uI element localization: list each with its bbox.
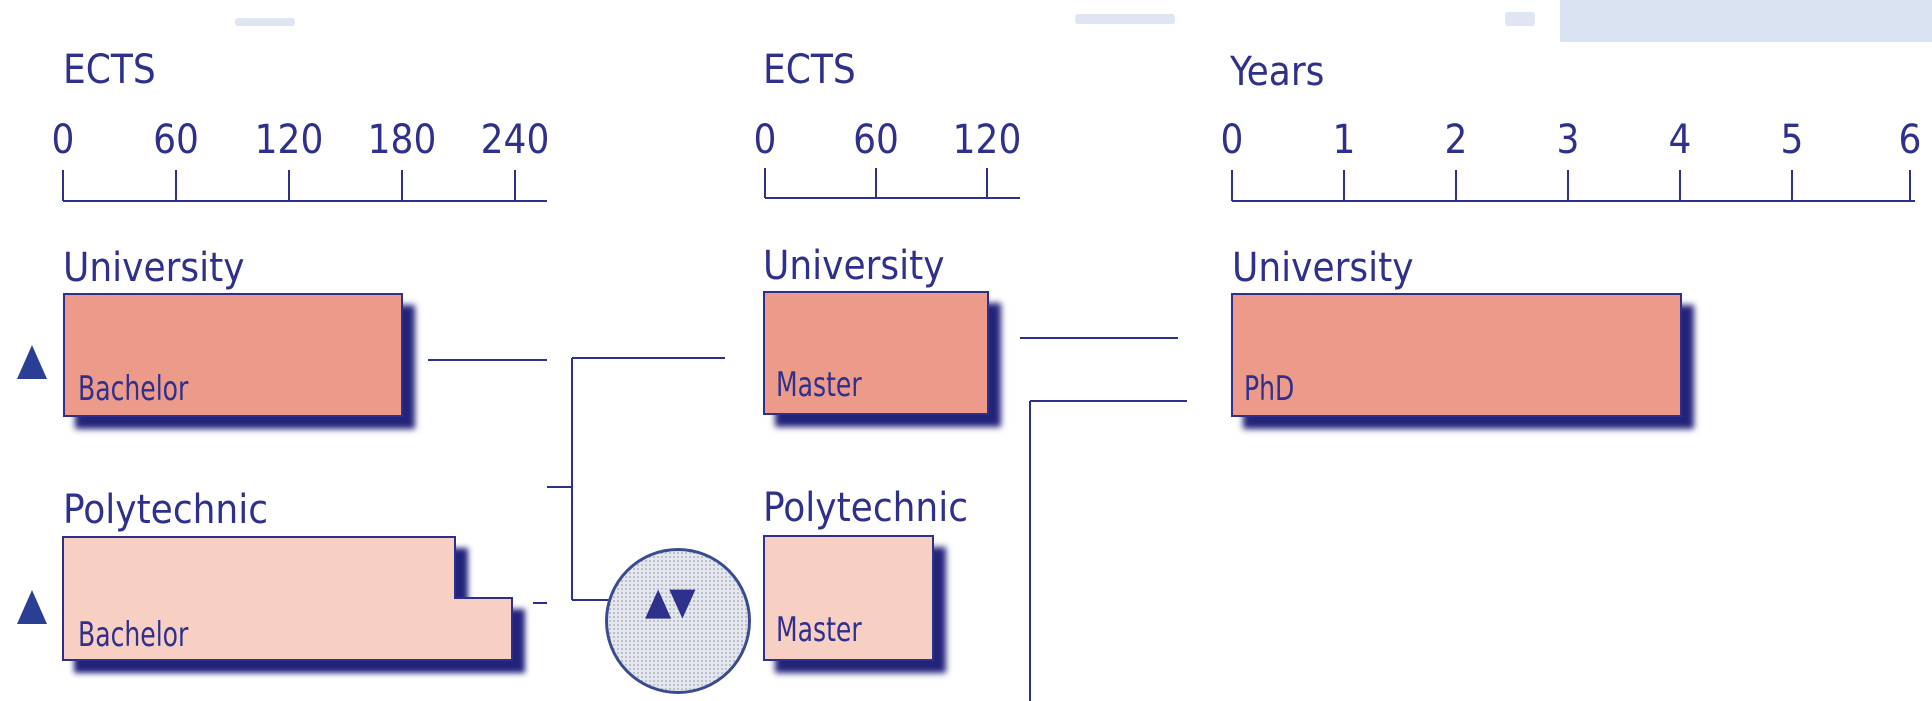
- university-bachelor-bar: [63, 293, 403, 417]
- scan-smudge: [1075, 14, 1175, 24]
- axis-tick-label: 0: [1220, 117, 1244, 163]
- university-master-bar: [763, 291, 989, 415]
- axis-unit-label: ECTS: [63, 47, 156, 93]
- degree-label-master: Master: [776, 610, 862, 650]
- degree-label-bachelor: Bachelor: [78, 615, 189, 655]
- axis-tick-label: 0: [51, 117, 75, 163]
- up-arrow-icon: [17, 345, 47, 379]
- axis-tick-label: 120: [254, 117, 324, 163]
- axis-tick-label: 6: [1898, 117, 1922, 163]
- degree-label-bachelor: Bachelor: [78, 369, 189, 409]
- top-banner-strip: [1560, 0, 1932, 42]
- institution-label-polytechnic: Polytechnic: [763, 485, 969, 531]
- axis-tick-label: 5: [1780, 117, 1804, 163]
- scan-smudge: [235, 18, 295, 26]
- axis-tick-label: 180: [367, 117, 437, 163]
- scan-smudge: [1505, 12, 1535, 26]
- axis-tick-label: 60: [153, 117, 199, 163]
- axis-tick-label: 4: [1668, 117, 1692, 163]
- institution-label-university: University: [1232, 245, 1414, 291]
- axis-tick-label: 120: [952, 117, 1022, 163]
- axis-tick-label: 240: [480, 117, 550, 163]
- university-phd-bar: [1231, 293, 1682, 417]
- up-arrow-icon: [17, 590, 47, 624]
- degree-label-phd: PhD: [1244, 369, 1295, 409]
- axis-tick-label: 1: [1332, 117, 1356, 163]
- axis-unit-label: Years: [1230, 49, 1325, 95]
- axis-tick-label: 3: [1556, 117, 1580, 163]
- degree-label-master: Master: [776, 365, 862, 405]
- polytechnic-master-bar: [763, 535, 934, 661]
- institution-label-polytechnic: Polytechnic: [63, 487, 269, 533]
- bidirectional-arrows-icon: ▲▼: [645, 579, 696, 623]
- institution-label-university: University: [763, 243, 945, 289]
- axis-tick-label: 0: [753, 117, 777, 163]
- mobility-marker-circle: [605, 548, 751, 694]
- institution-label-university: University: [63, 245, 245, 291]
- axis-unit-label: ECTS: [763, 47, 856, 93]
- axis-tick-label: 60: [853, 117, 899, 163]
- axis-tick-label: 2: [1444, 117, 1468, 163]
